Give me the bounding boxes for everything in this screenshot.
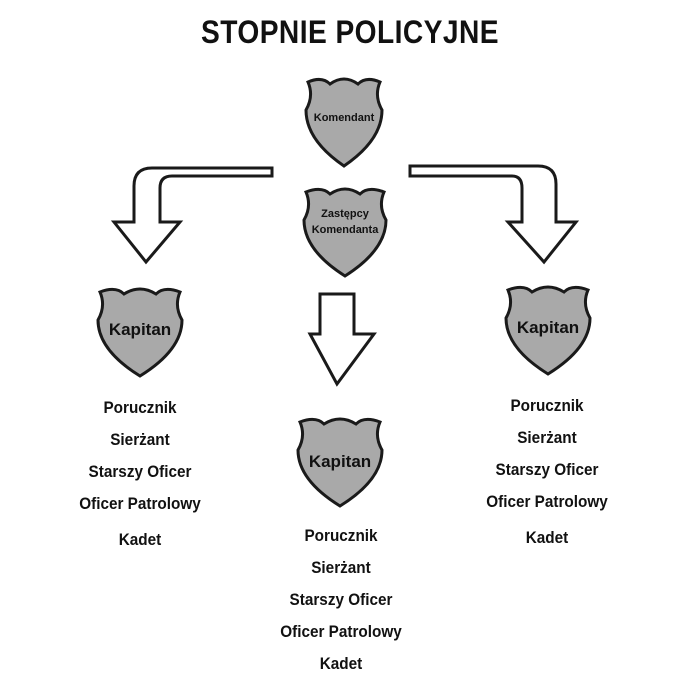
rank-item: Oficer Patrolowy: [280, 622, 402, 641]
deputy-label-line1: Zastępcy: [321, 208, 369, 220]
rank-item: Sierżant: [517, 428, 577, 447]
captain-badge-right: Kapitan: [500, 282, 596, 378]
rank-item: Oficer Patrolowy: [486, 492, 608, 511]
rank-list-right: Porucznik Sierżant Starszy Oficer Oficer…: [437, 390, 657, 554]
rank-item: Starszy Oficer: [289, 590, 393, 609]
rank-item: Kadet: [319, 654, 363, 673]
right-branch-arrow: [408, 164, 580, 265]
rank-item: Starszy Oficer: [88, 462, 192, 481]
commander-label: Komendant: [313, 112, 375, 124]
diagram-title: STOPNIE POLICYJNE: [200, 14, 500, 50]
captain-badge-left: Kapitan: [92, 284, 188, 380]
commander-badge: Komendant: [300, 74, 388, 170]
rank-item: Starszy Oficer: [495, 460, 599, 479]
rank-list-left: Porucznik Sierżant Starszy Oficer Oficer…: [30, 392, 250, 556]
left-branch-arrow: [110, 166, 274, 265]
badge-shield-icon: [296, 417, 384, 508]
badge-shield-icon: [504, 285, 592, 376]
rank-item: Oficer Patrolowy: [79, 494, 201, 513]
deputy-commander-badge: Zastępcy Komendanta: [298, 184, 392, 280]
deputy-label-line2: Komendanta: [311, 224, 379, 236]
rank-item: Sierżant: [311, 558, 371, 577]
badge-shield-icon: [302, 187, 388, 278]
badge-shield-icon: [96, 287, 184, 378]
rank-item: Porucznik: [510, 396, 584, 415]
captain-label: Kapitan: [108, 320, 172, 339]
center-branch-arrow: [307, 292, 377, 387]
captain-badge-center: Kapitan: [292, 414, 388, 510]
captain-label: Kapitan: [308, 452, 372, 471]
rank-item: Kadet: [118, 530, 162, 549]
rank-item: Sierżant: [110, 430, 170, 449]
rank-item: Kadet: [525, 528, 569, 547]
badge-shield-icon: [304, 77, 384, 168]
captain-label: Kapitan: [516, 318, 580, 337]
rank-item: Porucznik: [304, 526, 378, 545]
rank-item: Porucznik: [103, 398, 177, 417]
rank-list-center: Porucznik Sierżant Starszy Oficer Oficer…: [231, 520, 451, 680]
